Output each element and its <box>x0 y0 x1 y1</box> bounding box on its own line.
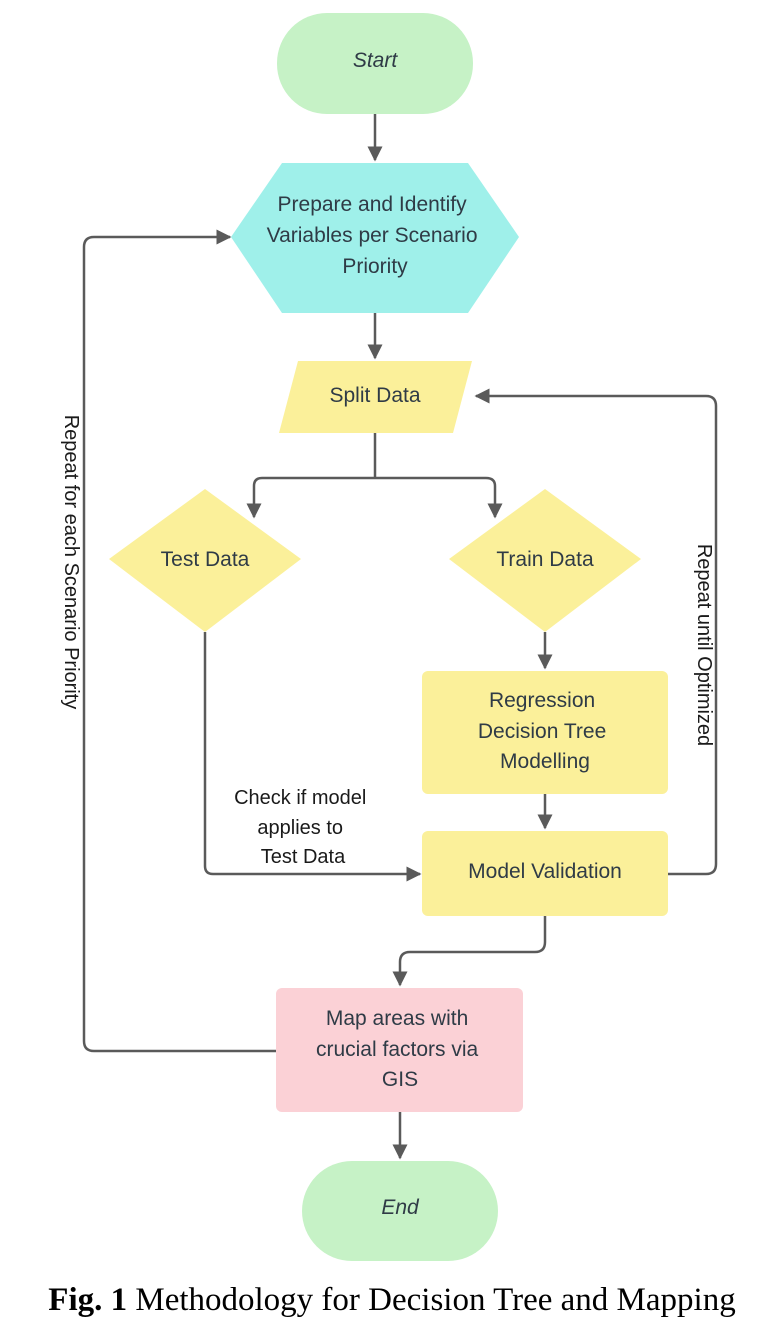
test-label: Test Data <box>161 548 250 571</box>
edge-test-validation <box>203 632 422 882</box>
start-node: Start <box>277 13 473 114</box>
figure-caption: Fig. 1 Methodology for Decision Tree and… <box>0 1282 784 1319</box>
regression-label: Regression Decision Tree Modelling <box>478 689 612 773</box>
prepare-label-line-1: Prepare and Identify <box>278 193 468 216</box>
map-label-line-2: crucial factors via <box>316 1038 479 1061</box>
end-node: End <box>302 1161 498 1261</box>
repeat-scenario-label: Repeat for each Scenario Priority <box>60 415 82 710</box>
check-edge-label: Check if model applies to Test Data <box>234 787 372 868</box>
prepare-label-line-2: Variables per Scenario <box>267 224 478 247</box>
validation-node: Model Validation <box>422 831 668 916</box>
check-edge-label-line-2: applies to <box>257 817 343 839</box>
validation-label: Model Validation <box>468 860 622 883</box>
map-label-line-1: Map areas with <box>326 1007 468 1030</box>
prepare-label: Prepare and Identify Variables per Scena… <box>267 193 484 278</box>
prepare-node: Prepare and Identify Variables per Scena… <box>231 163 519 313</box>
check-edge-label-line-3: Test Data <box>261 846 346 868</box>
repeat-optimized-label: Repeat until Optimized <box>693 544 715 746</box>
map-label-line-3: GIS <box>382 1068 418 1091</box>
figure-caption-label: Fig. 1 <box>48 1282 128 1318</box>
test-node: Test Data <box>109 489 301 632</box>
prepare-label-line-3: Priority <box>342 255 408 278</box>
split-node: Split Data <box>279 361 472 433</box>
check-edge-label-line-1: Check if model <box>234 787 366 809</box>
edge-map-prepare-loop <box>82 229 276 1053</box>
train-label: Train Data <box>496 548 594 571</box>
edge-branch-train <box>375 476 503 519</box>
figure-caption-text: Methodology for Decision Tree and Mappin… <box>127 1282 736 1318</box>
start-label: Start <box>353 49 399 72</box>
edge-validation-map <box>392 916 547 987</box>
edge-branch-test <box>246 476 375 519</box>
train-node: Train Data <box>449 489 641 632</box>
regression-label-line-3: Modelling <box>500 750 590 773</box>
edge-validation-split-loop <box>474 388 718 876</box>
regression-node: Regression Decision Tree Modelling <box>422 671 668 794</box>
map-label: Map areas with crucial factors via GIS <box>316 1007 484 1091</box>
map-node: Map areas with crucial factors via GIS <box>276 988 523 1112</box>
split-label: Split Data <box>329 384 420 407</box>
connectors <box>82 114 718 1160</box>
regression-label-line-2: Decision Tree <box>478 720 606 743</box>
regression-label-line-1: Regression <box>489 689 595 712</box>
flowchart: Start Prepare and Identify Variables per… <box>60 13 718 1261</box>
end-label: End <box>381 1196 420 1219</box>
